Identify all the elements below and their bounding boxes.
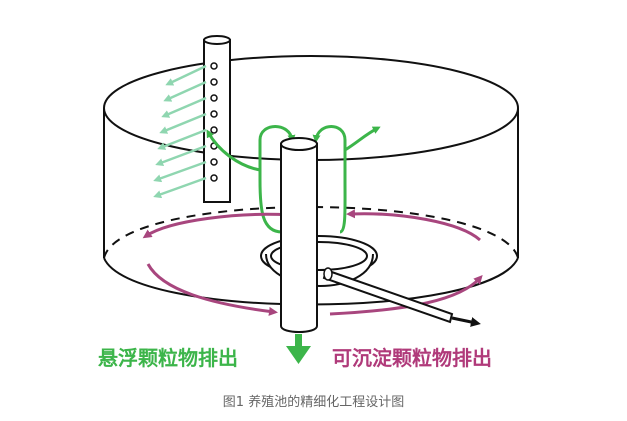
- suspended-flow-right: [316, 127, 345, 233]
- inflow-arrow: [164, 98, 206, 116]
- central-pipe-top: [281, 138, 317, 150]
- drain-outflow-arrow: [452, 318, 476, 323]
- sediment-collector: [261, 236, 377, 286]
- inflow-arrow: [160, 130, 206, 148]
- settleable-flow-front-left: [148, 264, 274, 312]
- figure-caption: 图1 养殖池的精细化工程设计图: [0, 391, 627, 410]
- central-pipe-body: [281, 144, 317, 332]
- green-discharge-arrow: [286, 334, 311, 364]
- suspended-flow-out-right: [345, 128, 378, 150]
- inflow-arrow: [166, 82, 206, 100]
- settleable-particles-label: 可沉淀颗粒物排出: [332, 342, 492, 371]
- inflow-arrow: [156, 162, 206, 180]
- settleable-flow-back-right: [350, 214, 480, 240]
- inlet-pipe: [204, 36, 230, 202]
- inlet-pipe-top: [204, 36, 230, 44]
- central-pipe: [281, 138, 317, 332]
- inflow-arrows: [156, 66, 206, 196]
- suspended-particles-label: 悬浮颗粒物排出: [98, 342, 238, 371]
- inflow-arrow: [162, 114, 206, 132]
- inflow-arrow: [156, 178, 206, 196]
